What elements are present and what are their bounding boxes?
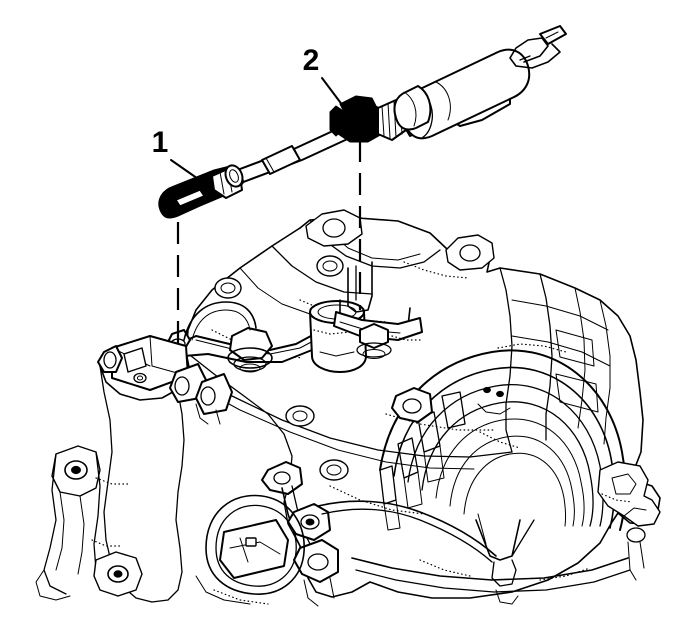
retainer-bolt-head xyxy=(359,323,389,349)
case-lug-right xyxy=(445,234,495,271)
connector-body-1 xyxy=(158,164,245,219)
case-lower-bosses xyxy=(285,387,433,481)
callout-label-2: 2 xyxy=(303,44,320,77)
lower-shift-cable-bracket xyxy=(261,461,497,607)
case-boss-left xyxy=(214,277,242,299)
callout-leader-lines xyxy=(170,77,353,191)
bracket-hole-lower xyxy=(107,565,129,583)
leader-line-1 xyxy=(170,159,215,191)
bent-wire-terminal-end xyxy=(509,25,567,69)
callout-label-1: 1 xyxy=(152,126,169,159)
harness-retainer-bracket xyxy=(333,261,423,359)
damper-cylinder-clean xyxy=(393,48,531,140)
connector-1-seal-ring xyxy=(224,164,244,188)
rear-mount-bracket xyxy=(597,461,661,581)
selector-end-cap xyxy=(97,345,123,373)
cable-clip-lower xyxy=(293,539,339,583)
lower-boss-b xyxy=(319,459,349,481)
damper-end-cap xyxy=(393,85,432,131)
range-selector-switch xyxy=(97,335,233,425)
oil-pan-oval xyxy=(195,494,305,605)
lower-boss-c xyxy=(391,387,433,423)
leader-line-2 xyxy=(321,77,353,119)
pivot-washer xyxy=(227,347,273,369)
left-mounting-bracket xyxy=(35,445,143,601)
case-lug-top xyxy=(305,209,363,247)
pan-plate xyxy=(219,519,289,579)
lower-boss-a xyxy=(285,405,315,427)
bolt-head-rear xyxy=(626,527,646,543)
case-boss-center xyxy=(316,255,344,277)
bracket-hole-upper xyxy=(64,460,88,480)
alignment-leader-lines xyxy=(176,140,362,344)
